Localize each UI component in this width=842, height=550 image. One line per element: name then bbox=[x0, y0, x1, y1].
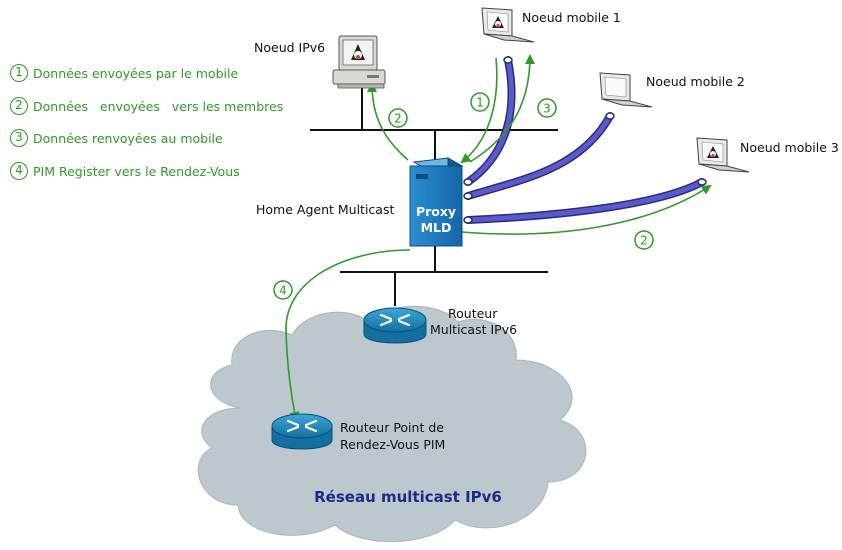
cloud-icon bbox=[197, 305, 587, 543]
arrow-1 bbox=[460, 57, 498, 164]
legend-number: 4 bbox=[10, 162, 28, 180]
mobile-node-2-label: Noeud mobile 2 bbox=[646, 74, 745, 89]
arrow-label-2-right: 2 bbox=[640, 234, 648, 248]
arrow-4 bbox=[285, 249, 411, 422]
tunnel-mobile-3 bbox=[463, 178, 707, 224]
laptop-icon bbox=[599, 72, 653, 108]
legend-item-2: 2 Données envoyées vers les membres bbox=[10, 95, 283, 117]
server-icon: Proxy MLD bbox=[409, 157, 464, 247]
legend-item-3: 3 Données renvoyées au mobile bbox=[10, 127, 223, 149]
home-agent-label: Home Agent Multicast bbox=[256, 202, 394, 217]
rp-router-label-line1: Routeur Point de bbox=[340, 420, 444, 435]
legend-number: 2 bbox=[10, 97, 28, 115]
arrow-number-labels: 1 3 2 2 4 bbox=[273, 92, 654, 300]
ipv6-node-label: Noeud IPv6 bbox=[254, 40, 325, 55]
arrow-2-left bbox=[367, 82, 409, 161]
legend-item-4: 4 PIM Register vers le Rendez-Vous bbox=[10, 160, 240, 182]
legend-text: Données renvoyées au mobile bbox=[33, 130, 223, 146]
legend-number: 3 bbox=[10, 129, 28, 147]
router-label-line2: Multicast IPv6 bbox=[430, 322, 517, 337]
legend-text: Données envoyées par le mobile bbox=[33, 65, 239, 81]
rp-router-label-line2: Rendez-Vous PIM bbox=[340, 437, 445, 452]
legend-text: Données envoyées vers les membres bbox=[33, 98, 284, 114]
network-links bbox=[310, 82, 558, 306]
router-icon bbox=[363, 307, 427, 344]
arrow-label-1: 1 bbox=[476, 96, 484, 110]
tunnels bbox=[463, 56, 707, 224]
arrow-3 bbox=[469, 54, 535, 163]
legend-item-1: 1 Données envoyées par le mobile bbox=[10, 62, 238, 84]
arrow-label-3: 3 bbox=[543, 102, 551, 116]
proxy-label: Proxy bbox=[416, 204, 456, 219]
legend-number: 1 bbox=[10, 64, 28, 82]
tunnel-mobile-1 bbox=[463, 56, 516, 186]
arrow-2-right bbox=[461, 184, 712, 235]
router-icon bbox=[271, 413, 333, 450]
laptop-icon bbox=[696, 137, 750, 173]
laptop-icon bbox=[481, 7, 535, 43]
tunnel-mobile-2 bbox=[463, 112, 615, 200]
flow-arrows bbox=[285, 54, 712, 422]
mobile-node-3-label: Noeud mobile 3 bbox=[740, 140, 839, 155]
arrow-label-2-left: 2 bbox=[394, 112, 402, 126]
arrow-label-4: 4 bbox=[279, 284, 287, 298]
network-label: Réseau multicast IPv6 bbox=[314, 488, 502, 506]
router-label-line1: Routeur bbox=[448, 306, 498, 321]
legend-text: PIM Register vers le Rendez-Vous bbox=[33, 163, 240, 179]
desktop-computer-icon bbox=[332, 35, 386, 89]
mld-label: MLD bbox=[421, 220, 452, 235]
mobile-node-1-label: Noeud mobile 1 bbox=[522, 10, 621, 25]
